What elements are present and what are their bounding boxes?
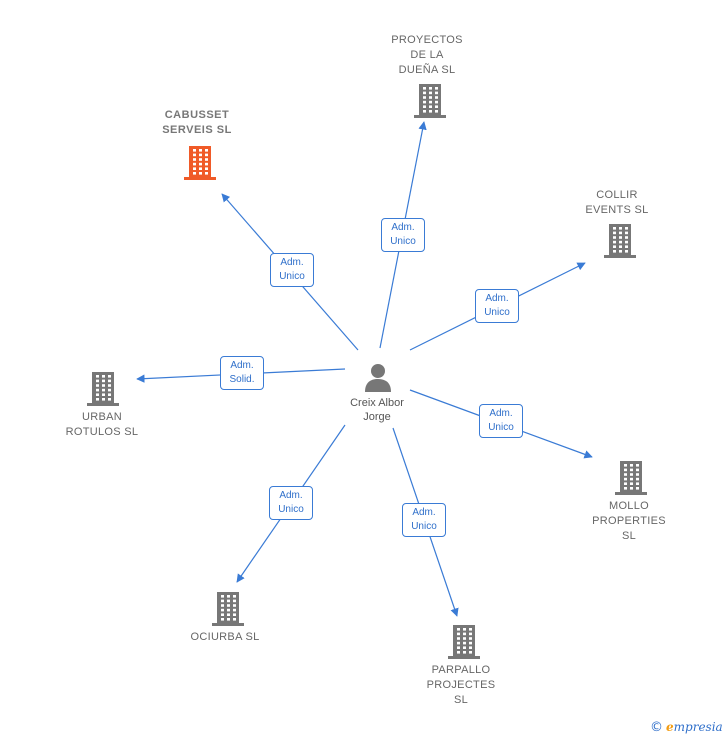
company-node-proyectos[interactable]: [414, 84, 446, 123]
relation-type: Unico: [488, 422, 514, 433]
building-icon: [448, 625, 480, 659]
relation-label-urban[interactable]: Adm. Solid.: [220, 356, 264, 390]
relation-role: Adm.: [279, 490, 303, 501]
relation-label-collir[interactable]: Adm. Unico: [475, 289, 519, 323]
relation-type: Unico: [484, 307, 510, 318]
building-icon: [414, 84, 446, 118]
person-icon: [365, 364, 391, 392]
company-node-parpallo[interactable]: [448, 625, 480, 664]
company-node-cabusset[interactable]: [184, 146, 216, 185]
building-icon: [212, 592, 244, 626]
relation-type: Solid.: [229, 374, 255, 385]
company-node-mollo[interactable]: [615, 461, 647, 500]
relation-role: Adm.: [489, 408, 513, 419]
person-node[interactable]: [362, 360, 394, 394]
building-icon: [615, 461, 647, 495]
building-icon: [604, 224, 636, 258]
company-label-proyectos[interactable]: PROYECTOS DE LA DUEÑA SL: [391, 34, 463, 76]
footer-brand: ©empresia: [650, 720, 723, 735]
building-icon-highlighted: [184, 146, 216, 180]
company-label-collir[interactable]: COLLIR EVENTS SL: [585, 189, 649, 216]
relation-type: Unico: [278, 504, 304, 515]
company-node-collir[interactable]: [604, 224, 636, 263]
relation-role: Adm.: [230, 360, 254, 371]
company-label-ociurba[interactable]: OCIURBA SL: [190, 631, 260, 643]
company-label-urban[interactable]: URBAN ROTULOS SL: [65, 411, 139, 438]
relation-role: Adm.: [280, 257, 304, 268]
company-node-urban[interactable]: [87, 372, 119, 411]
building-icon: [87, 372, 119, 406]
relation-label-mollo[interactable]: Adm. Unico: [479, 404, 523, 438]
copyright-icon: ©: [650, 720, 663, 735]
company-node-ociurba[interactable]: [212, 592, 244, 631]
relation-type: Unico: [279, 271, 305, 282]
brand-name: mpresia: [673, 720, 723, 734]
company-label-mollo[interactable]: MOLLO PROPERTIES SL: [592, 500, 666, 542]
company-label-parpallo[interactable]: PARPALLO PROJECTES SL: [426, 664, 496, 706]
company-label-cabusset[interactable]: CABUSSET SERVEIS SL: [162, 109, 232, 136]
relation-type: Unico: [390, 236, 416, 247]
relation-type: Unico: [411, 521, 437, 532]
relation-role: Adm.: [485, 293, 509, 304]
person-name[interactable]: Creix Albor Jorge: [350, 397, 404, 423]
relation-label-proyectos[interactable]: Adm. Unico: [381, 218, 425, 252]
relation-label-cabusset[interactable]: Adm. Unico: [270, 253, 314, 287]
relation-label-ociurba[interactable]: Adm. Unico: [269, 486, 313, 520]
relation-role: Adm.: [391, 222, 415, 233]
relation-label-parpallo[interactable]: Adm. Unico: [402, 503, 446, 537]
relation-role: Adm.: [412, 507, 436, 518]
brand-logo-letter: e: [666, 720, 674, 734]
